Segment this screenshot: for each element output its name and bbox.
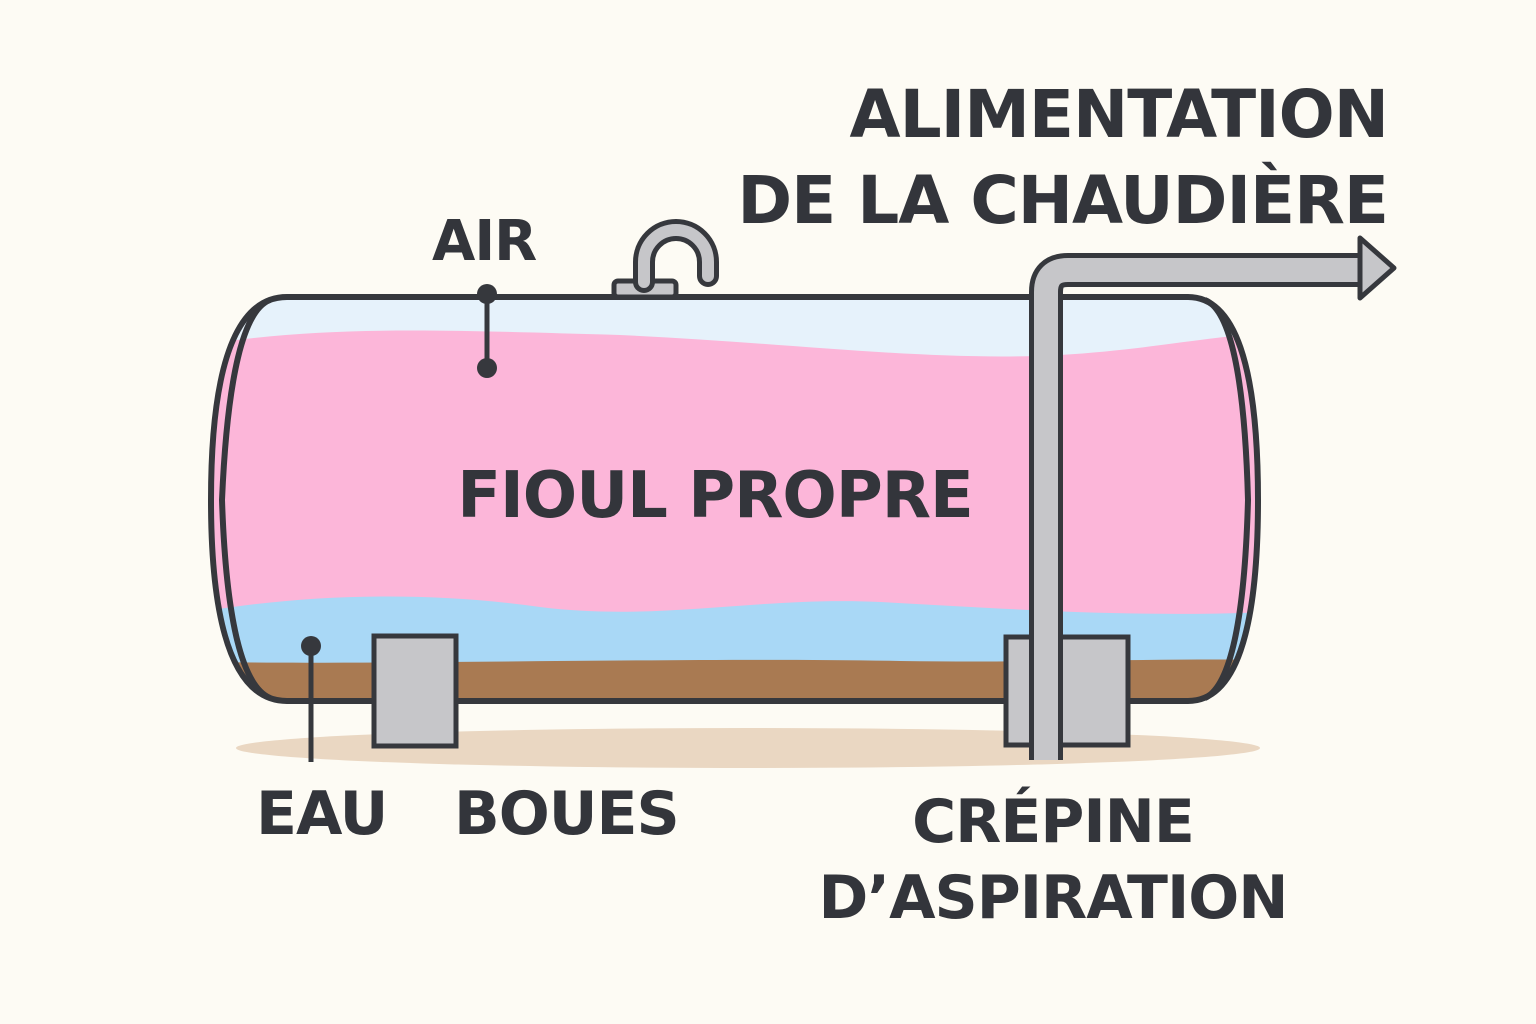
air-pointer [477, 284, 497, 378]
strainer-body [1003, 634, 1131, 748]
right-end-cap [1203, 297, 1252, 701]
boiler-feed-label-line1: ALIMENTATION [849, 76, 1389, 153]
left-end-cap [218, 297, 272, 701]
air-label: AIR [432, 209, 537, 274]
strainer-label: CRÉPINE D’ASPIRATION [818, 784, 1289, 936]
boiler-feed-label-line2: DE LA CHAUDIÈRE [737, 162, 1389, 239]
suction-pipe [1029, 253, 1366, 760]
tank-shell [207, 294, 1262, 704]
gooseneck-vent-icon [611, 219, 719, 300]
clean-fuel-label: FIOUL PROPRE [457, 459, 973, 533]
sludge-layer [211, 659, 1258, 701]
water-label: EAU [256, 779, 388, 849]
water-pointer [301, 636, 321, 762]
arrow-right-icon [1357, 235, 1397, 301]
strainer-label-line1: CRÉPINE [912, 787, 1195, 857]
sludge-block [371, 633, 459, 749]
strainer-label-line2: D’ASPIRATION [818, 863, 1289, 933]
boiler-feed-label: ALIMENTATION DE LA CHAUDIÈRE [737, 72, 1389, 244]
sludge-label: BOUES [454, 779, 680, 849]
